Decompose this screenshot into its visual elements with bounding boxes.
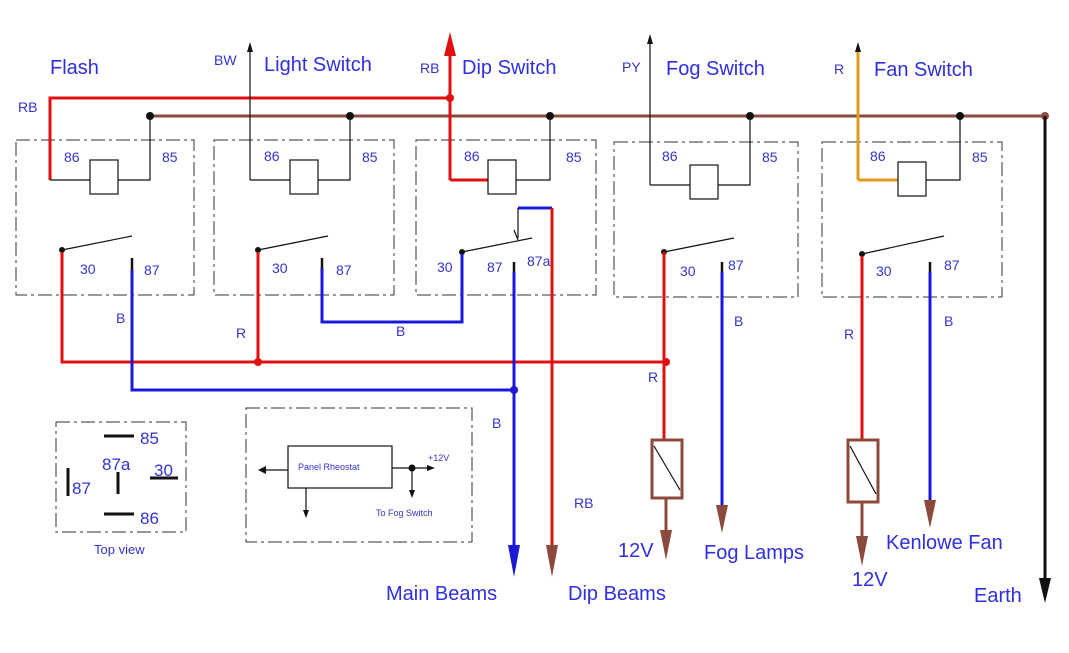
wire-label-rb-dip-out: RB bbox=[574, 495, 593, 511]
relay-title-light: Light Switch bbox=[264, 54, 372, 76]
pin-label-86: 86 bbox=[662, 148, 678, 164]
wire-label-b-main: B bbox=[492, 415, 501, 431]
switch-fog bbox=[661, 237, 735, 272]
relay-box-flash bbox=[15, 139, 195, 296]
top-view-caption: Top view bbox=[94, 542, 145, 557]
pin-label-87: 87 bbox=[944, 257, 960, 273]
switch-fan bbox=[859, 235, 945, 272]
kenlowe-arrow-icon bbox=[924, 500, 936, 528]
switch-flash bbox=[59, 235, 134, 270]
wire-label-b-fan-out: B bbox=[944, 313, 953, 329]
b-light-wire bbox=[320, 254, 464, 324]
rheostat-component bbox=[287, 445, 393, 489]
output-earth: Earth bbox=[974, 585, 1022, 607]
rb-feed-wire bbox=[48, 96, 450, 180]
rheostat-supply-label: +12V bbox=[428, 453, 449, 463]
output-fog-lamps: Fog Lamps bbox=[704, 542, 804, 564]
relay-box-dip bbox=[415, 139, 597, 296]
fuse-fog bbox=[650, 438, 684, 560]
pin-label-85: 85 bbox=[972, 149, 988, 165]
pin-label-30: 30 bbox=[272, 260, 288, 276]
rheostat-right-arrow-icon bbox=[427, 465, 435, 471]
pin-label-85: 85 bbox=[162, 149, 178, 165]
coil-dip bbox=[450, 116, 551, 195]
wire-label-r-light: R bbox=[236, 325, 246, 341]
rheostat-down-arrow-icon bbox=[303, 510, 309, 518]
junction-dot bbox=[510, 386, 518, 394]
pin-label-87: 87 bbox=[144, 262, 160, 278]
switch-dip bbox=[459, 208, 533, 272]
relay-title-fog: Fog Switch bbox=[666, 58, 765, 80]
pin-label-85: 85 bbox=[762, 149, 778, 165]
pin-label-87: 87 bbox=[336, 262, 352, 278]
rheostat-fog-arrow-icon bbox=[409, 490, 415, 498]
relay-box-fog bbox=[613, 141, 799, 298]
rb-arrow-icon bbox=[444, 32, 456, 56]
pin-label-30: 30 bbox=[437, 259, 453, 275]
switch-light bbox=[255, 235, 329, 270]
relay-title-dip: Dip Switch bbox=[462, 57, 556, 79]
dip-beams-arrow-icon bbox=[546, 545, 558, 577]
top-view-label-87: 87 bbox=[72, 479, 91, 498]
pin-label-86: 86 bbox=[64, 149, 80, 165]
pin-label-30: 30 bbox=[876, 263, 892, 279]
output-main-beams: Main Beams bbox=[386, 583, 497, 605]
py-arrow-icon bbox=[647, 34, 653, 44]
output-supply-left: 12V bbox=[618, 540, 654, 562]
wire-label-b-flash: B bbox=[116, 310, 125, 326]
main-beams-arrow-icon bbox=[508, 545, 520, 577]
coil-light bbox=[250, 116, 351, 195]
rheostat-to-label: To Fog Switch bbox=[376, 508, 433, 518]
pin-label-86: 86 bbox=[264, 148, 280, 164]
top-view-label-86: 86 bbox=[140, 509, 159, 528]
output-supply-right: 12V bbox=[852, 569, 888, 591]
b-flash-wire bbox=[130, 270, 514, 392]
junction-dot bbox=[446, 94, 454, 102]
r-common-wire bbox=[60, 252, 666, 364]
coil-flash bbox=[50, 116, 151, 195]
relay-title-flash: Flash bbox=[50, 57, 99, 79]
output-kenlowe-fan: Kenlowe Fan bbox=[886, 532, 1003, 554]
rheostat-label: Panel Rheostat bbox=[298, 462, 360, 472]
coil-fan bbox=[858, 116, 961, 197]
wire-label-b-light: B bbox=[396, 323, 405, 339]
pin-label-87a: 87a bbox=[527, 253, 551, 269]
pin-label-85: 85 bbox=[362, 149, 378, 165]
wire-label-r-fan: R bbox=[834, 61, 844, 77]
relay-box-light bbox=[213, 139, 395, 296]
junction-dot bbox=[254, 358, 262, 366]
output-dip-beams: Dip Beams bbox=[568, 583, 666, 605]
pin-label-87: 87 bbox=[728, 257, 744, 273]
wire-label-bw: BW bbox=[214, 52, 237, 68]
rheostat-box bbox=[245, 407, 473, 543]
wire-label-b-fog: B bbox=[734, 313, 743, 329]
wire-label-rb-dip: RB bbox=[420, 60, 439, 76]
pin-label-87: 87 bbox=[487, 259, 503, 275]
bw-arrow-icon bbox=[247, 42, 253, 52]
wire-label-r-common: R bbox=[648, 369, 658, 385]
pin-label-85: 85 bbox=[566, 149, 582, 165]
fuse-fan bbox=[846, 438, 880, 566]
fog-lamps-arrow-icon bbox=[716, 505, 728, 533]
pin-label-86: 86 bbox=[870, 148, 886, 164]
top-view-label-30: 30 bbox=[154, 461, 173, 480]
pin-label-30: 30 bbox=[680, 263, 696, 279]
pin-label-30: 30 bbox=[80, 261, 96, 277]
relay-box-fan bbox=[821, 141, 1003, 298]
pin-label-86: 86 bbox=[464, 148, 480, 164]
wire-label-r-fan-out: R bbox=[844, 326, 854, 342]
coil-fog bbox=[650, 116, 751, 200]
wire-label-rb: RB bbox=[18, 99, 37, 115]
top-view-label-85: 85 bbox=[140, 429, 159, 448]
top-view-box bbox=[55, 421, 187, 533]
rheostat-left-arrow-icon bbox=[258, 466, 266, 474]
wire-label-py: PY bbox=[622, 59, 641, 75]
top-view-label-87a: 87a bbox=[102, 455, 131, 474]
earth-arrow-icon bbox=[1039, 578, 1051, 603]
r-fan-arrow-icon bbox=[855, 42, 861, 52]
relay-title-fan: Fan Switch bbox=[874, 59, 973, 81]
